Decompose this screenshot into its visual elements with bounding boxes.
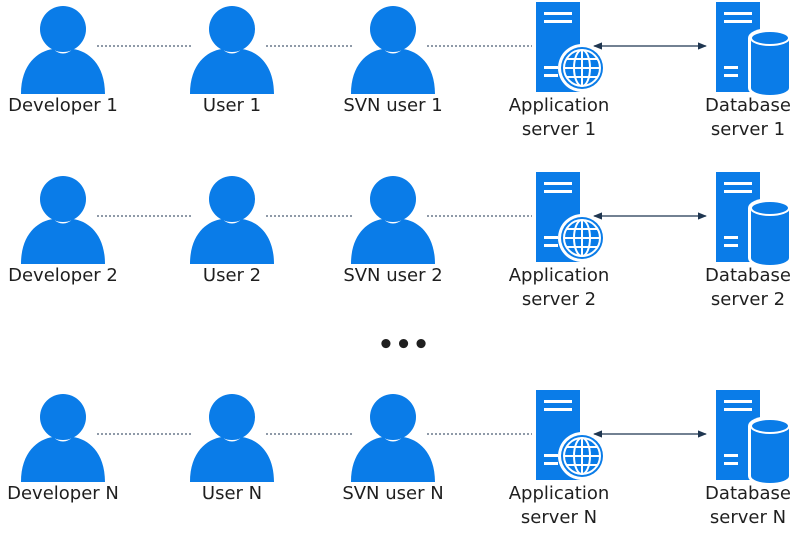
svn-user-label: SVN user N bbox=[342, 483, 444, 504]
app-server-label-line2: server 2 bbox=[521, 289, 597, 310]
app-server-label-line2: server N bbox=[520, 507, 598, 528]
db-server-label-line1: Database bbox=[705, 483, 791, 504]
db-server-label-line1: Database bbox=[705, 95, 791, 116]
svn-user-icon bbox=[351, 176, 435, 264]
developer-label: Developer N bbox=[7, 483, 119, 504]
db-server-label-line2: server 1 bbox=[710, 119, 786, 140]
user-label: User N bbox=[201, 483, 263, 504]
developer-icon bbox=[21, 6, 105, 94]
user-label: User 2 bbox=[202, 265, 262, 286]
application-server-icon bbox=[536, 2, 606, 92]
app-server-label-line2: server 1 bbox=[521, 119, 597, 140]
database-server-icon bbox=[716, 2, 792, 98]
database-server-icon bbox=[716, 172, 792, 268]
db-server-label-line2: server N bbox=[709, 507, 787, 528]
db-server-label-line1: Database bbox=[705, 265, 791, 286]
svn-user-label: SVN user 1 bbox=[343, 95, 443, 116]
developer-icon bbox=[21, 176, 105, 264]
app-server-label-line1: Application bbox=[508, 265, 610, 286]
user-label: User 1 bbox=[202, 95, 262, 116]
user-icon bbox=[190, 6, 274, 94]
svn-user-icon bbox=[351, 6, 435, 94]
application-server-icon bbox=[536, 390, 606, 480]
db-server-label-line2: server 2 bbox=[710, 289, 786, 310]
ellipsis: ••• bbox=[377, 330, 431, 360]
app-server-label-line1: Application bbox=[508, 95, 610, 116]
app-server-label-line1: Application bbox=[508, 483, 610, 504]
svn-user-label: SVN user 2 bbox=[343, 265, 443, 286]
developer-icon bbox=[21, 394, 105, 482]
application-server-icon bbox=[536, 172, 606, 262]
developer-label: Developer 1 bbox=[8, 95, 118, 116]
developer-label: Developer 2 bbox=[8, 265, 118, 286]
user-icon bbox=[190, 176, 274, 264]
svn-user-icon bbox=[351, 394, 435, 482]
database-server-icon bbox=[716, 390, 792, 486]
user-icon bbox=[190, 394, 274, 482]
